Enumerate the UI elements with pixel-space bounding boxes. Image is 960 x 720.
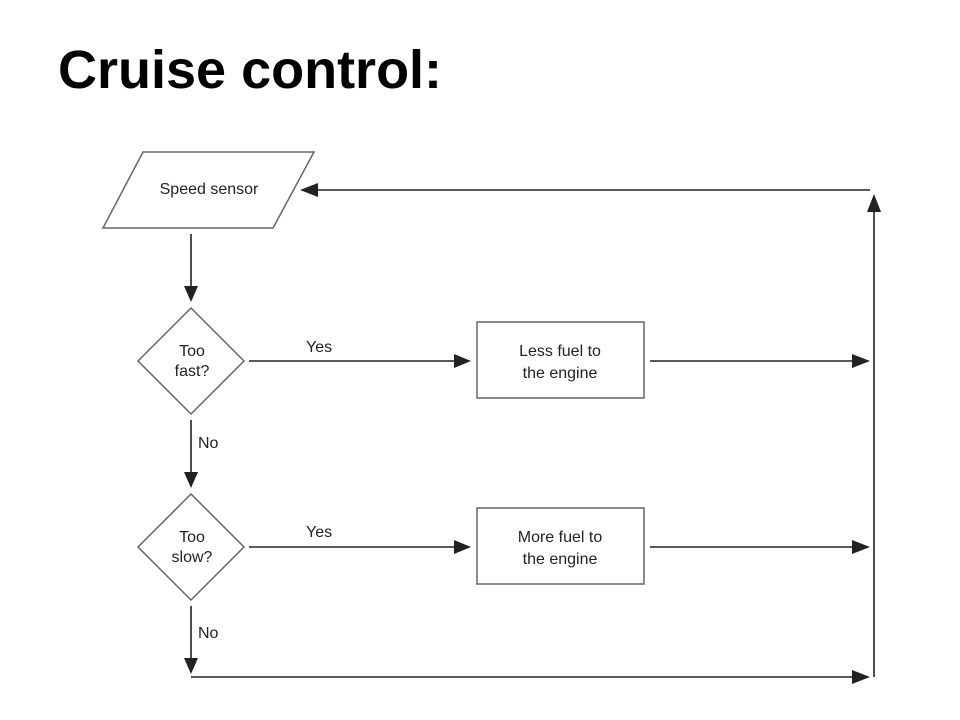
more-fuel-label-line2: the engine [523,551,598,568]
less-fuel-box: Less fuel to the engine [476,321,645,399]
slow-yes-arrow: Yes [249,524,471,554]
too-slow-label-line2: slow? [172,549,213,566]
fast-no-arrow: No [184,420,219,488]
slow-no-label: No [198,625,219,642]
fast-yes-arrow: Yes [249,339,471,368]
slide-title: Cruise control: [58,40,443,100]
more-fuel-box: More fuel to the engine [476,507,645,585]
less-fuel-out-arrow [650,354,870,368]
speed-sensor-label: Speed sensor [160,181,259,198]
fast-no-label: No [198,435,219,452]
slow-yes-label: Yes [306,524,332,541]
too-slow-label-line1: Too [179,529,205,546]
more-fuel-out-arrow [650,540,870,554]
more-fuel-label-line1: More fuel to [518,529,603,546]
fast-yes-label: Yes [306,339,332,356]
speed-sensor-node: Speed sensor [101,151,316,229]
too-slow-decision: Too slow? [136,492,246,602]
less-fuel-label-line2: the engine [523,365,598,382]
too-fast-label-line1: Too [179,343,205,360]
sensor-to-fast-arrow [184,234,198,302]
too-fast-label-line2: fast? [175,363,210,380]
bottom-return-arrow [191,670,870,684]
slow-no-arrow: No [184,606,219,674]
less-fuel-label-line1: Less fuel to [519,343,601,360]
feedback-vertical-arrow [867,194,881,677]
too-fast-decision: Too fast? [136,306,246,416]
feedback-to-sensor-arrow [300,183,870,197]
